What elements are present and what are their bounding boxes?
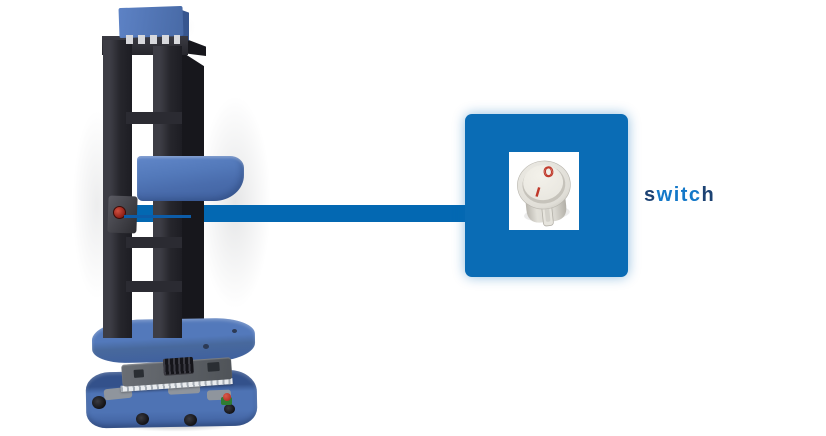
mast-rail-left (103, 40, 132, 338)
callout-connector-bar (136, 205, 466, 222)
mast-top-beam-side (186, 39, 206, 56)
rocker-switch[interactable]: O I (515, 158, 575, 228)
switch-off-mark: O (543, 165, 555, 181)
power-switch-button[interactable] (113, 206, 126, 219)
pcb-component (207, 361, 220, 372)
plate-stud (203, 344, 209, 349)
switch-photo-panel: O I (509, 152, 579, 230)
cart-wheel (92, 396, 106, 409)
mast-rung (126, 112, 182, 124)
rocker-switch-image: O I (515, 158, 575, 228)
pcb-component (133, 369, 145, 378)
top-cap (118, 5, 184, 39)
mast-rung (126, 281, 182, 292)
switch-on-mark: I (533, 185, 542, 201)
cart-wheel (136, 413, 149, 425)
cart-button[interactable] (223, 393, 231, 401)
callout-lead-line (124, 215, 191, 218)
pcb-chip (162, 356, 194, 375)
callout-label: switch (644, 184, 716, 206)
cart-wheel (184, 414, 197, 426)
switch-rocker (523, 165, 564, 201)
mast-rung (126, 237, 182, 248)
connector-studs (126, 35, 180, 44)
cart-wheel (224, 404, 235, 414)
cart-button-base (221, 397, 232, 405)
lift-tray (137, 156, 244, 201)
plate-stud (232, 329, 237, 333)
